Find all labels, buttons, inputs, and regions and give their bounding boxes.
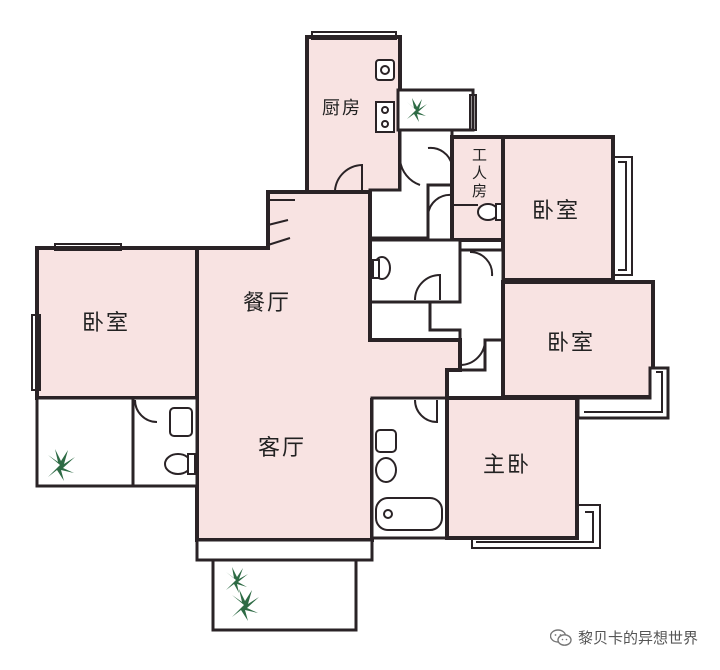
servant-room-label-1: 工: [472, 146, 487, 164]
bedroom-middle-right-label: 卧室: [547, 331, 595, 356]
plant-bottom-balcony-2: [232, 589, 259, 621]
balcony-bottom: [195, 538, 374, 632]
bathroom-upper: [368, 238, 462, 304]
bedroom-left: [31, 243, 199, 400]
plant-bottom-balcony-1: [226, 567, 248, 593]
bedroom-top-right-label: 卧室: [532, 199, 580, 224]
bedroom-left-label: 卧室: [82, 311, 130, 336]
kitchen: [305, 31, 402, 194]
bedroom-middle-right: [501, 280, 655, 399]
balcony-left: [35, 396, 135, 488]
plant-kitchen: [407, 98, 427, 122]
wechat-icon: [549, 628, 572, 646]
watermark: 黎贝卡的异想世界: [549, 627, 698, 648]
servant-room-label-3: 房: [472, 182, 487, 200]
servant-room: [450, 135, 509, 242]
dining-room-label: 餐厅: [243, 291, 291, 316]
watermark-text: 黎贝卡的异想世界: [577, 629, 698, 647]
kitchen-label: 厨房: [322, 98, 362, 119]
master-bedroom: [445, 396, 601, 549]
bedroom-top-right: [501, 135, 633, 282]
bathroom-left: [131, 396, 199, 488]
master-bedroom-label: 主卧: [483, 453, 531, 478]
kitchen-balcony: [396, 88, 477, 132]
bathroom-master: [370, 396, 449, 540]
servant-room-label-2: 人: [472, 164, 487, 182]
plant-left-balcony: [48, 449, 75, 481]
living-room-label: 客厅: [258, 436, 306, 461]
